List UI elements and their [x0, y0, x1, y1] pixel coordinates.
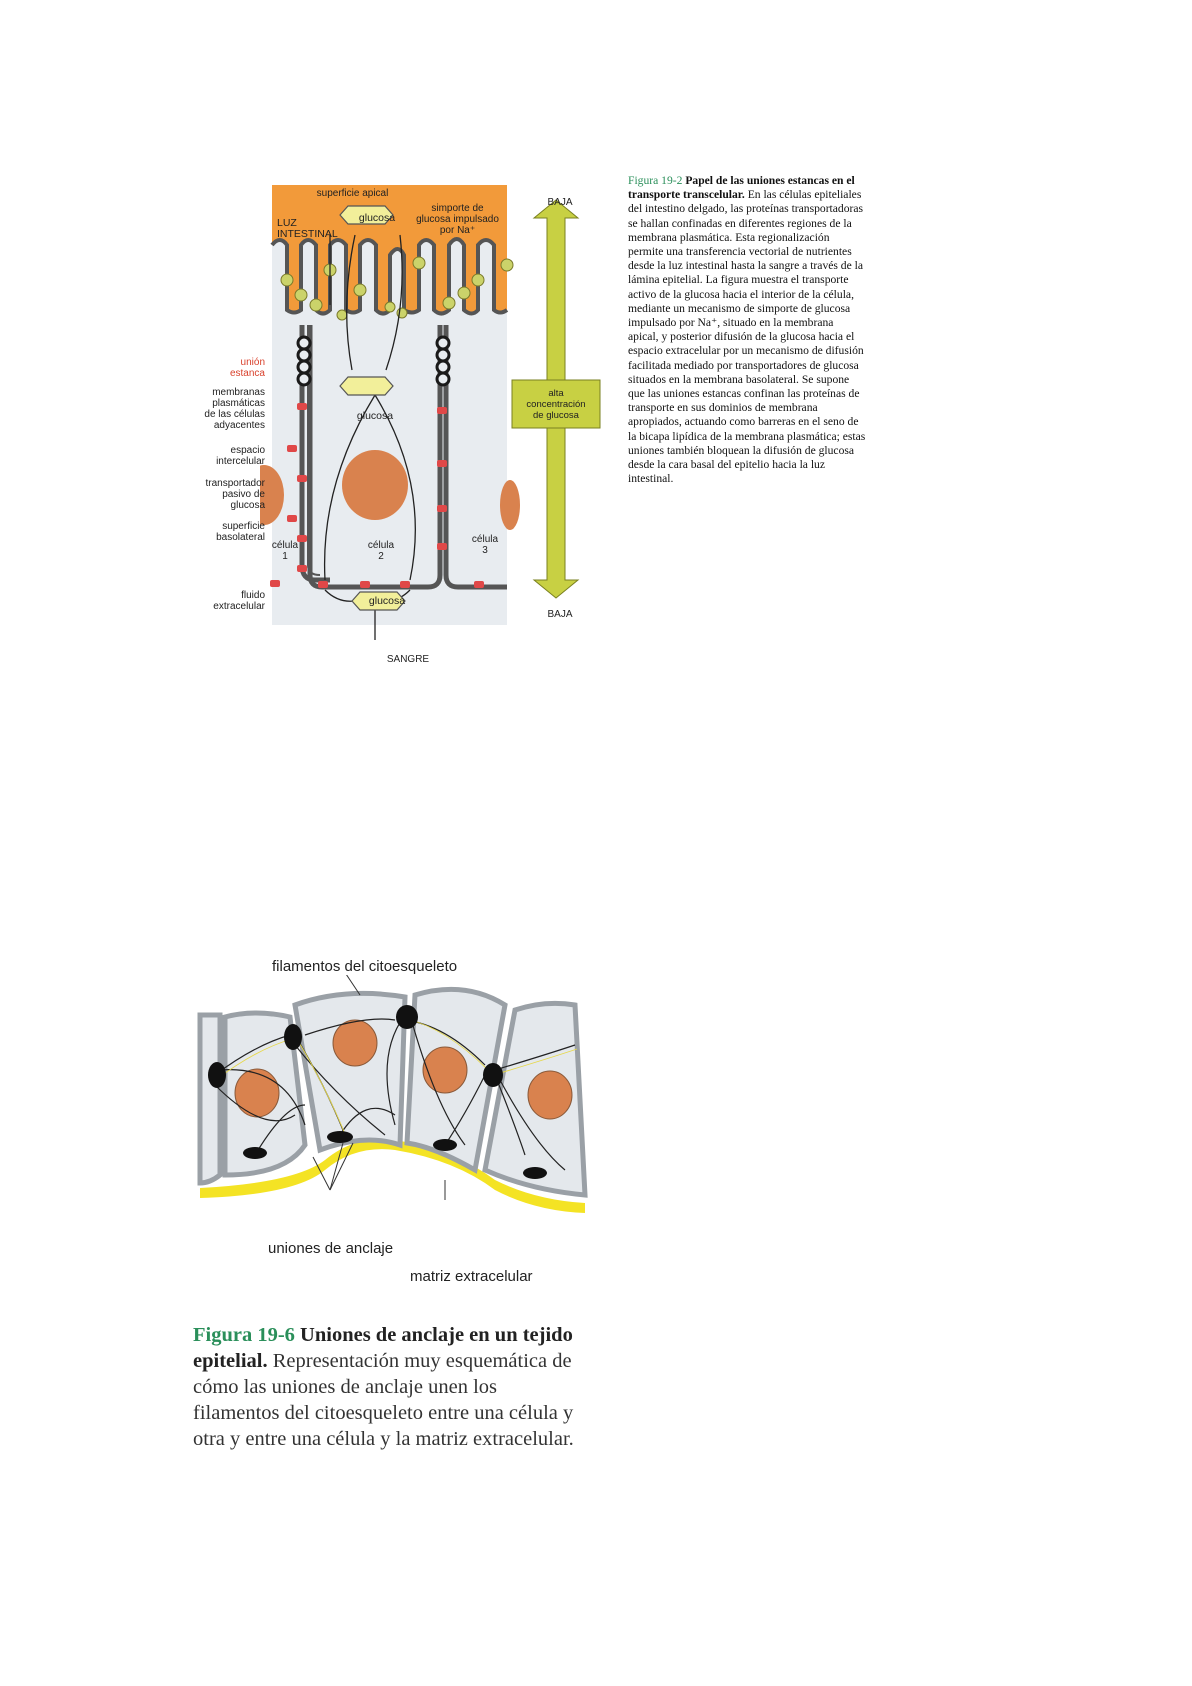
- transcellular-transport-diagram: [260, 185, 635, 670]
- label-glucose-bottom: glucosa: [362, 596, 412, 607]
- label-extracellular-fluid: fluido extracelular: [185, 590, 265, 612]
- label-cell-1: célula 1: [265, 540, 305, 562]
- figure-19-6-caption: Figura 19-6 Uniones de anclaje en un tej…: [193, 1322, 578, 1452]
- label-anchoring-junctions: uniones de anclaje: [268, 1240, 393, 1257]
- label-cell-3: célula 3: [460, 534, 510, 556]
- label-passive-transporter: transportador pasivo de glucosa: [180, 478, 265, 511]
- glucose-box-mid: [340, 377, 393, 395]
- label-plasma-membranes: membranas plasmáticas de las células ady…: [185, 387, 265, 431]
- label-glucose-mid: glucosa: [350, 411, 400, 422]
- nucleus-cell3: [500, 480, 520, 530]
- figure-19-2-caption: Figura 19-2 Papel de las uniones estanca…: [628, 174, 866, 486]
- label-apical-surface: superficie apical: [300, 188, 405, 199]
- anchoring-junctions-diagram: [195, 975, 590, 1215]
- label-tight-junction: unión estanca: [195, 357, 265, 379]
- tight-junction-left: [298, 337, 310, 385]
- label-cell-2: célula 2: [356, 540, 406, 562]
- label-glucose-top: glucosa: [347, 213, 407, 224]
- figure-19-2-body: En las células epiteliales del intestino…: [628, 188, 865, 485]
- label-high-concentration: alta concentración de glucosa: [512, 388, 600, 421]
- tight-junction-right: [437, 337, 449, 385]
- figure-19-2-number: Figura 19-2: [628, 174, 682, 187]
- label-cytoskeleton-filaments: filamentos del citoesqueleto: [272, 958, 457, 975]
- figure-19-6-number: Figura 19-6: [193, 1324, 295, 1346]
- label-sangre: SANGRE: [378, 654, 438, 665]
- nucleus-cell2: [342, 450, 408, 520]
- label-symport: simporte de glucosa impulsado por Na⁺: [405, 203, 510, 236]
- label-extracellular-matrix: matriz extracelular: [410, 1268, 533, 1285]
- label-intestinal-lumen: LUZ INTESTINAL: [277, 218, 347, 240]
- label-intercellular-space: espacio intercelular: [185, 445, 265, 467]
- label-baja-top: BAJA: [535, 197, 585, 208]
- label-basolateral-surface: superficie basolateral: [185, 521, 265, 543]
- label-baja-bottom: BAJA: [535, 609, 585, 620]
